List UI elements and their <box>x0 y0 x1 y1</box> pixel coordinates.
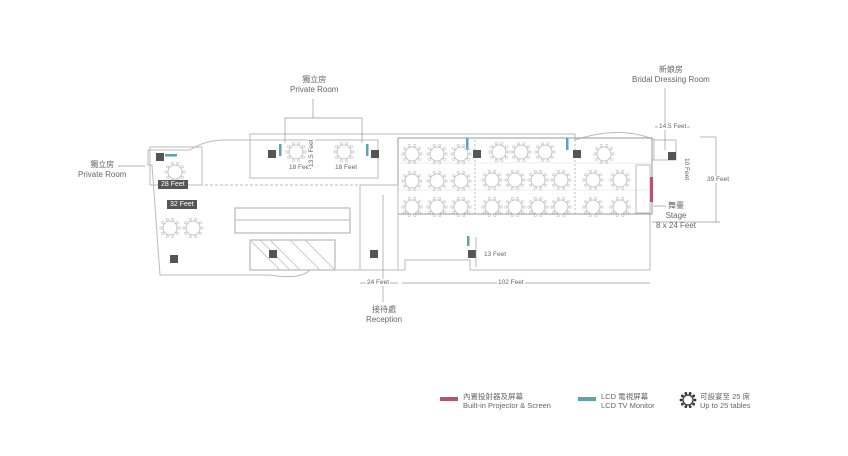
round-table <box>504 196 526 218</box>
round-table <box>504 169 526 191</box>
round-table-icon <box>679 391 697 409</box>
round-table <box>426 143 448 165</box>
round-table <box>333 141 355 163</box>
dim-24: 24 Feet <box>366 279 391 286</box>
round-table <box>481 196 503 218</box>
dim-18b: 18 Feet <box>334 164 359 171</box>
lift-core <box>249 239 336 271</box>
round-table <box>582 169 604 191</box>
lcd-monitor <box>467 236 470 246</box>
label-zh: 獨立房 <box>90 160 115 169</box>
lcd-monitor <box>566 138 569 150</box>
lcd-monitor <box>466 138 469 150</box>
dim-13-5: 13.5 Feet <box>308 138 315 168</box>
legend-zh: LCD 電視屏幕 <box>601 392 649 401</box>
stage-area <box>635 164 651 214</box>
stage-size: 8 x 24 Feet <box>656 221 697 230</box>
lcd-monitor <box>165 154 177 157</box>
label-en: Reception <box>366 315 403 324</box>
bridal-room-label: 新娘房 Bridal Dressing Room <box>632 65 710 85</box>
legend-zh: 內置投射器及屏幕 <box>463 392 523 401</box>
round-table <box>401 170 423 192</box>
dim-28: 28 Feet <box>158 180 188 189</box>
dim-32: 32 Feet <box>167 200 197 209</box>
projector-screen <box>650 177 653 202</box>
label-en: Private Room <box>290 85 339 94</box>
label-en: Stage <box>665 211 687 220</box>
label-zh: 接待處 <box>372 305 397 314</box>
label-zh: 舞臺 <box>668 201 685 210</box>
lcd-monitor <box>279 144 282 156</box>
round-table <box>426 196 448 218</box>
projector-swatch <box>440 397 458 401</box>
reception-label: 接待處 Reception <box>366 305 402 325</box>
round-table <box>182 217 204 239</box>
round-table <box>159 217 181 239</box>
dim-39: 39 Feet <box>706 176 731 183</box>
legend-en: Built-in Projector & Screen <box>463 401 551 410</box>
private-room-top-label: 獨立房 Private Room <box>290 75 338 95</box>
lcd-swatch <box>578 397 596 401</box>
dim-10: 10 Feet <box>683 157 690 182</box>
stage-label: 舞臺 Stage 8 x 24 Feet <box>656 201 696 231</box>
label-en: Private Room <box>78 170 127 179</box>
round-table <box>426 170 448 192</box>
round-table <box>481 169 503 191</box>
main-hall <box>397 137 653 215</box>
dim-18a: 18 Feet <box>288 164 313 171</box>
round-table <box>450 196 472 218</box>
round-table <box>550 196 572 218</box>
round-table <box>550 169 572 191</box>
round-table <box>488 141 510 163</box>
label-en: Bridal Dressing Room <box>632 75 710 84</box>
private-room-left-label: 獨立房 Private Room <box>78 160 126 180</box>
reception-area <box>359 184 399 271</box>
legend-zh: 可設宴至 25 席 <box>700 392 751 401</box>
lcd-monitor <box>366 144 369 156</box>
label-zh: 新娘房 <box>658 65 683 74</box>
round-table <box>534 141 556 163</box>
round-table <box>527 196 549 218</box>
label-zh: 獨立房 <box>302 75 327 84</box>
round-table <box>510 141 532 163</box>
dim-14-5: 14.5 Feet <box>658 123 688 130</box>
round-table <box>450 170 472 192</box>
round-table <box>164 161 186 183</box>
legend-en: Up to 25 tables <box>700 401 751 410</box>
dim-13: 13 Feet <box>483 251 508 258</box>
round-table <box>401 196 423 218</box>
round-table <box>527 169 549 191</box>
round-table <box>450 143 472 165</box>
round-table <box>609 169 631 191</box>
round-table <box>609 196 631 218</box>
round-table <box>401 143 423 165</box>
dim-102: 102 Feet <box>497 279 525 286</box>
round-table <box>285 141 307 163</box>
round-table <box>582 196 604 218</box>
round-table <box>593 143 615 165</box>
legend-en: LCD TV Monitor <box>601 401 655 410</box>
